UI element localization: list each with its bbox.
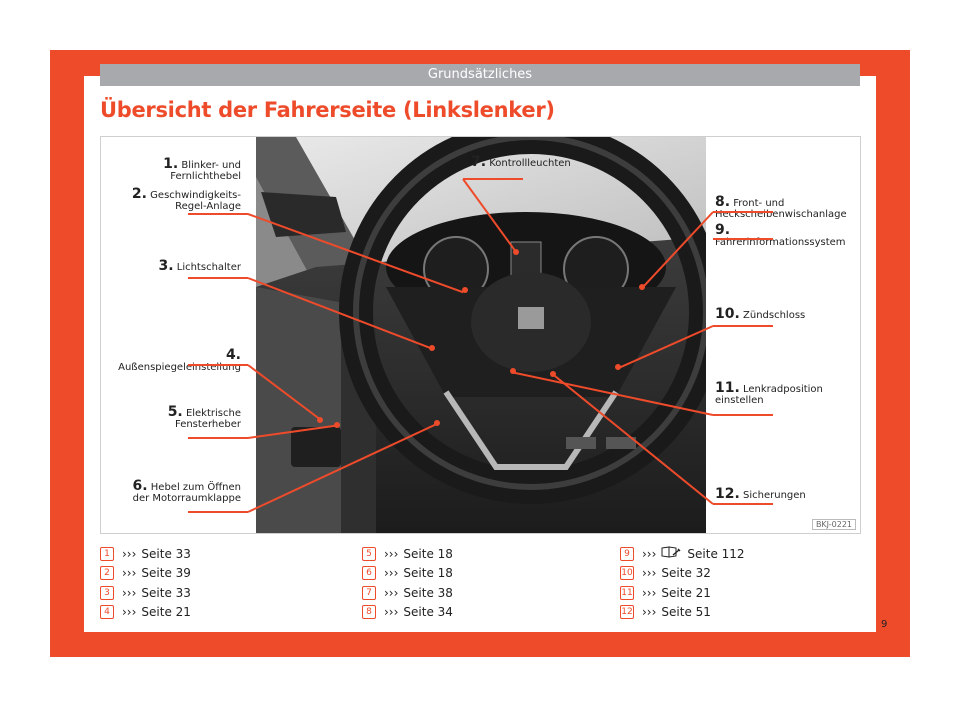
- figure-code: BKJ-0221: [811, 519, 856, 530]
- marker-10: [615, 364, 621, 370]
- callout-8: 8. Front- und Heckscheibenwischanlage: [715, 194, 847, 220]
- callout-10: 10. Zündschloss: [715, 306, 806, 322]
- rule-12: [713, 503, 773, 505]
- marker-3: [429, 345, 435, 351]
- car-interior-illustration: [256, 137, 706, 533]
- callout-5: 5. Elektrische Fensterheber: [167, 404, 241, 430]
- rule-6: [188, 511, 248, 513]
- reference-item[interactable]: 10 ››› Seite 32: [620, 566, 711, 581]
- rule-5: [188, 437, 248, 439]
- reference-item[interactable]: 9 ››› Seite 112: [620, 544, 745, 564]
- callout-1: 1. Blinker- und Fernlichthebel: [163, 156, 241, 182]
- reference-item[interactable]: 12 ››› Seite 51: [620, 605, 711, 620]
- section-header: Grundsätzliches: [100, 64, 860, 86]
- rule-9: [713, 238, 773, 240]
- reference-column-3: 9 ››› Seite 112 10 ››› Seite 32 11 ››› S…: [620, 544, 745, 622]
- callout-4: 4. Außenspiegeleinstellung: [118, 347, 241, 373]
- reference-column-2: 5 ››› Seite 18 6 ››› Seite 18 7 ››› Seit…: [362, 544, 453, 622]
- callout-9: 9. Fahrerinformationssystem: [715, 222, 846, 248]
- page-title: Übersicht der Fahrerseite (Linkslenker): [100, 98, 555, 122]
- page-number: 9: [881, 619, 888, 630]
- rule-10: [713, 325, 773, 327]
- callout-12: 12. Sicherungen: [715, 486, 806, 502]
- marker-4: [317, 417, 323, 423]
- dashboard-photo: [256, 137, 706, 533]
- book-wrench-icon: [661, 546, 681, 561]
- reference-item[interactable]: 5 ››› Seite 18: [362, 544, 453, 564]
- callout-11: 11. Lenkradposition einstellen: [715, 380, 823, 406]
- callout-2: 2. Geschwindigkeits- Regel-Anlage: [131, 186, 241, 212]
- rule-4: [188, 364, 248, 366]
- rule-7: [463, 178, 523, 180]
- callout-7: 7. Kontrollleuchten: [471, 154, 571, 170]
- reference-column-1: 1 ››› Seite 33 2 ››› Seite 39 3 ››› Seit…: [100, 544, 191, 622]
- reference-item[interactable]: 2 ››› Seite 39: [100, 564, 191, 584]
- reference-item[interactable]: 1 ››› Seite 33: [100, 544, 191, 564]
- callout-6: 6. Hebel zum Öffnen der Motorraumklappe: [132, 478, 241, 504]
- rule-11: [713, 414, 773, 416]
- marker-8: [639, 284, 645, 290]
- reference-item[interactable]: 6 ››› Seite 18: [362, 564, 453, 584]
- marker-1: [462, 287, 468, 293]
- rule-2: [188, 213, 248, 215]
- reference-item[interactable]: 11 ››› Seite 21: [620, 585, 711, 600]
- marker-11: [510, 368, 516, 374]
- marker-12: [550, 371, 556, 377]
- reference-item[interactable]: 7 ››› Seite 38: [362, 583, 453, 603]
- marker-7: [513, 249, 519, 255]
- reference-item[interactable]: 8 ››› Seite 34: [362, 603, 453, 623]
- marker-5: [334, 422, 340, 428]
- rule-3: [188, 277, 248, 279]
- dashboard-figure: 1. Blinker- und Fernlichthebel 2. Geschw…: [100, 136, 861, 534]
- rule-8: [713, 211, 773, 213]
- callout-3: 3. Lichtschalter: [158, 258, 242, 274]
- reference-item[interactable]: 3 ››› Seite 33: [100, 583, 191, 603]
- marker-6: [434, 420, 440, 426]
- reference-item[interactable]: 4 ››› Seite 21: [100, 603, 191, 623]
